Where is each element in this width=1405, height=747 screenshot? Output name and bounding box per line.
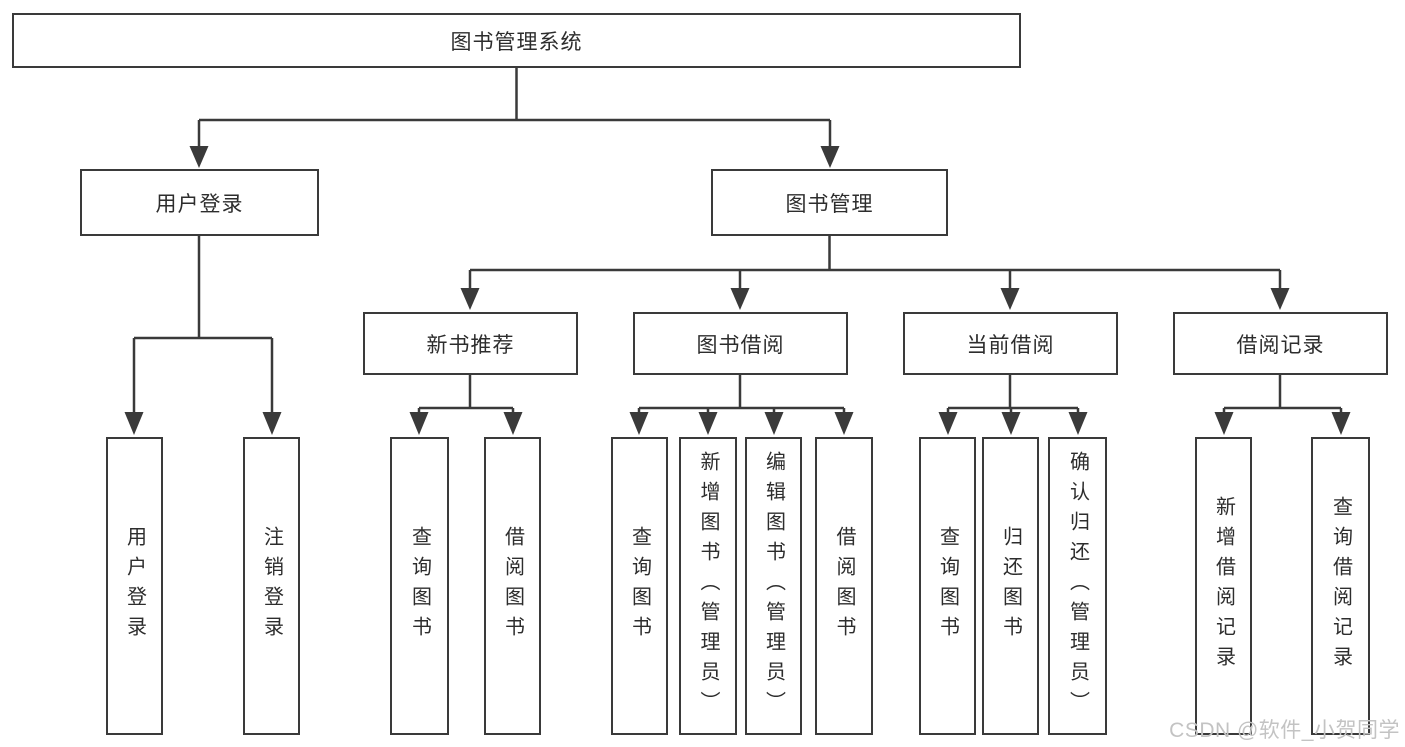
node-borrow-record-label: 借阅记录 [1236, 333, 1325, 357]
leaf-edit-book-admin-label: 编辑图书（管理员） [762, 451, 785, 721]
leaf-logout-label: 注销登录 [260, 526, 283, 646]
leaf-add-book-admin: 新增图书（管理员） [679, 437, 737, 735]
leaf-query-book-recommend: 查询图书 [390, 437, 449, 735]
connector-user-login [132, 236, 274, 416]
node-book-management-label: 图书管理 [785, 192, 874, 216]
leaf-return-book-label: 归还图书 [999, 526, 1022, 646]
leaf-confirm-return-admin-label: 确认归还（管理员） [1066, 451, 1089, 721]
connector-borrow-record [1222, 375, 1343, 416]
node-current-borrow-label: 当前借阅 [966, 333, 1055, 357]
leaf-query-book-current-label: 查询图书 [936, 526, 959, 646]
node-root-label: 图书管理系统 [450, 30, 583, 54]
leaf-logout: 注销登录 [243, 437, 300, 735]
leaf-user-login: 用户登录 [106, 437, 163, 735]
leaf-query-book-current: 查询图书 [919, 437, 976, 735]
leaf-query-book-borrow-label: 查询图书 [628, 526, 651, 646]
node-new-book-recommend-label: 新书推荐 [426, 333, 515, 357]
connector-book-management [468, 236, 1282, 292]
leaf-borrow-book-recommend: 借阅图书 [484, 437, 541, 735]
connector-new-book-recommend [417, 375, 515, 416]
node-root: 图书管理系统 [12, 13, 1021, 68]
leaf-confirm-return-admin: 确认归还（管理员） [1048, 437, 1107, 735]
connector-current-borrow [946, 375, 1080, 416]
leaf-add-book-admin-label: 新增图书（管理员） [697, 451, 719, 721]
leaf-query-book-recommend-label: 查询图书 [408, 526, 431, 646]
leaf-borrow-book-recommend-label: 借阅图书 [501, 526, 524, 646]
leaf-borrow-book: 借阅图书 [815, 437, 873, 735]
connector-root [197, 68, 832, 150]
leaf-user-login-label: 用户登录 [123, 526, 146, 646]
leaf-edit-book-admin: 编辑图书（管理员） [745, 437, 802, 735]
arrowheads [124, 146, 1351, 435]
node-book-borrow-label: 图书借阅 [696, 333, 785, 357]
node-user-login: 用户登录 [80, 169, 319, 236]
leaf-borrow-book-label: 借阅图书 [833, 526, 855, 646]
leaf-query-borrow-record-label: 查询借阅记录 [1329, 496, 1352, 676]
node-current-borrow: 当前借阅 [903, 312, 1118, 375]
leaf-return-book: 归还图书 [982, 437, 1039, 735]
leaf-query-borrow-record: 查询借阅记录 [1311, 437, 1370, 735]
node-new-book-recommend: 新书推荐 [363, 312, 578, 375]
node-book-borrow: 图书借阅 [633, 312, 848, 375]
node-borrow-record: 借阅记录 [1173, 312, 1388, 375]
node-book-management: 图书管理 [711, 169, 948, 236]
leaf-query-book-borrow: 查询图书 [611, 437, 668, 735]
connector-book-borrow [637, 375, 846, 416]
leaf-add-borrow-record-label: 新增借阅记录 [1212, 496, 1235, 676]
watermark: CSDN @软件_小贺同学 [1169, 719, 1400, 742]
node-user-login-label: 用户登录 [155, 192, 244, 216]
leaf-add-borrow-record: 新增借阅记录 [1195, 437, 1252, 735]
